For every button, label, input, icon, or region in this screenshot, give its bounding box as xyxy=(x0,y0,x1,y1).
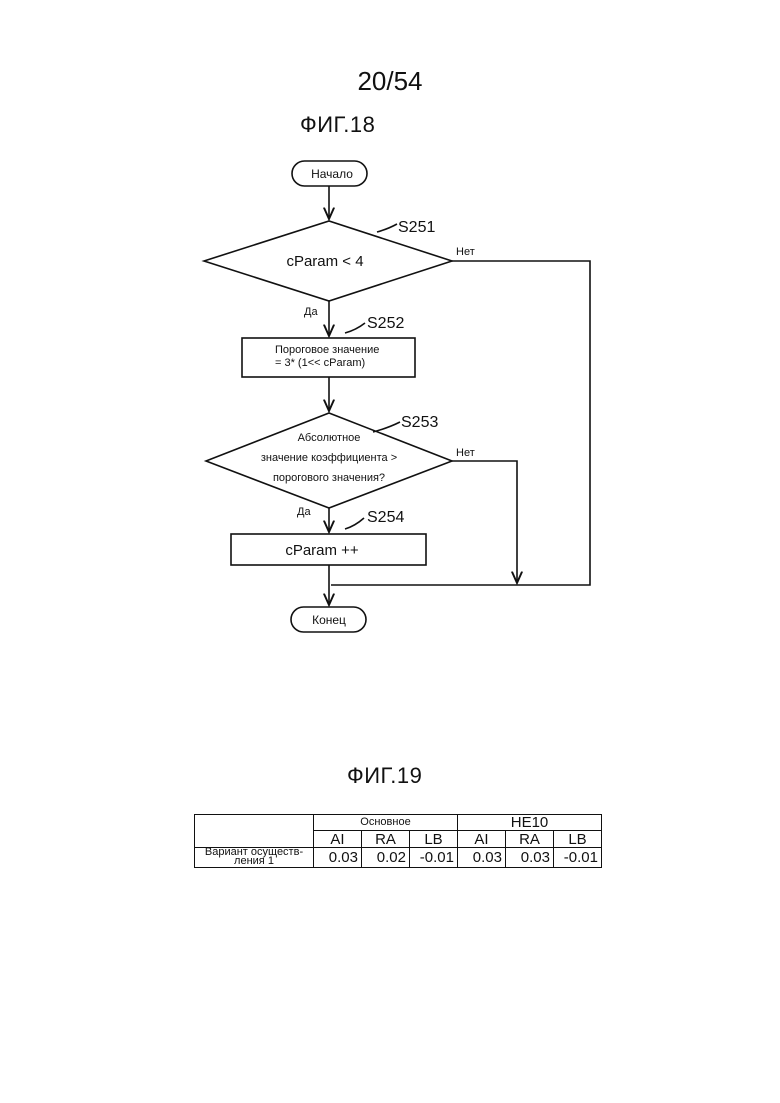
table-row: Вариант осуществ- ления 1 0.03 0.02 -0.0… xyxy=(195,848,602,868)
s253-line1: Абсолютное xyxy=(298,432,361,444)
s252-label: S252 xyxy=(367,315,404,332)
row-label-line2: ления 1 xyxy=(195,857,313,866)
s254-label: S254 xyxy=(367,509,404,526)
no-label-s251: Нет xyxy=(456,246,475,258)
s253-line3: порогового значения? xyxy=(273,472,385,484)
leader-s251 xyxy=(377,224,397,232)
column-header: LB xyxy=(410,831,458,848)
line-s253-no xyxy=(452,461,517,583)
value-cell: 0.03 xyxy=(506,848,554,868)
column-header: AI xyxy=(458,831,506,848)
flowchart: Начало Конец S251 cParam < 4 S252 Порого… xyxy=(0,0,780,700)
group-header-he10: HE10 xyxy=(458,815,602,831)
leader-s252 xyxy=(345,323,365,333)
end-label: Конец xyxy=(312,613,346,627)
value-cell: 0.03 xyxy=(458,848,506,868)
results-table: Основное HE10 AI RA LB AI RA LB Вариант … xyxy=(194,814,602,868)
column-header: LB xyxy=(554,831,602,848)
yes-label-s251: Да xyxy=(304,306,318,318)
no-label-s253: Нет xyxy=(456,447,475,459)
s251-label: S251 xyxy=(398,219,435,236)
value-cell: 0.03 xyxy=(314,848,362,868)
column-header: AI xyxy=(314,831,362,848)
table-corner-cell xyxy=(195,815,314,848)
s253-label: S253 xyxy=(401,414,438,431)
value-cell: 0.02 xyxy=(362,848,410,868)
value-cell: -0.01 xyxy=(554,848,602,868)
s253-line2: значение коэффициента > xyxy=(261,452,397,464)
start-label: Начало xyxy=(311,167,353,181)
s252-line2: = 3* (1<< cParam) xyxy=(275,357,365,369)
s251-condition: cParam < 4 xyxy=(286,253,363,270)
value-cell: -0.01 xyxy=(410,848,458,868)
s254-text: cParam ++ xyxy=(285,542,359,559)
row-label: Вариант осуществ- ления 1 xyxy=(195,848,314,868)
leader-s253 xyxy=(373,422,400,432)
leader-s254 xyxy=(345,518,364,529)
figure-19-title: ФИГ.19 xyxy=(347,763,422,789)
yes-label-s253: Да xyxy=(297,506,311,518)
column-header: RA xyxy=(362,831,410,848)
group-header-main: Основное xyxy=(314,815,458,831)
column-header: RA xyxy=(506,831,554,848)
s252-line1: Пороговое значение xyxy=(275,344,379,356)
